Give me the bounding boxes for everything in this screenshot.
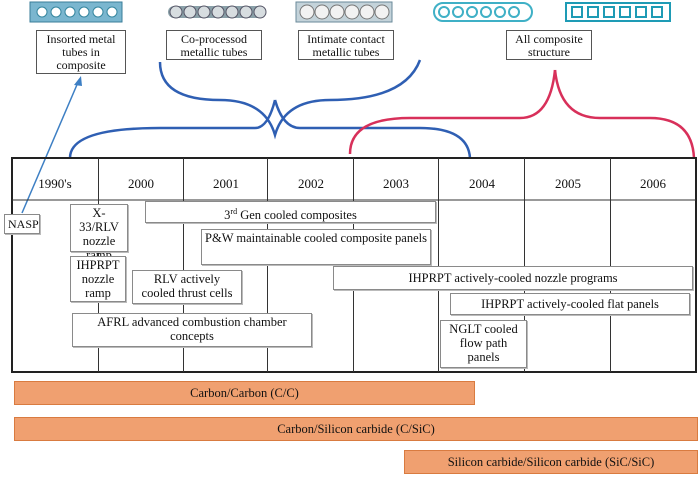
year-2004: 2004 [469,176,495,191]
program-x33-rlv: X-33/RLV nozzle ramp [70,204,128,262]
program-pw-panels: P&W maintainable cooled composite panels [201,229,431,265]
year-2002: 2002 [298,176,324,191]
year-2003: 2003 [383,176,409,191]
metal-tubes-brace-lower [68,99,277,159]
coprocessed-tubes-icon [168,5,267,19]
square-channel-composite-icon [565,2,671,22]
year-divider [438,158,439,372]
nasp-arrow [21,79,80,214]
year-divider [610,158,611,372]
program-gen3-cooled: 3rd Gen cooled composites [145,201,436,223]
year-divider [267,158,268,372]
material-bar-cc: Carbon/Carbon (C/C) [14,381,475,405]
inserted-tubes-icon [29,1,123,23]
composite-brace [348,69,557,155]
program-afrl-chamber: AFRL advanced combustion chamber concept… [72,313,312,347]
timeline-frame [11,157,697,373]
year-2000: 2000 [128,176,154,191]
program-nglt-panels: NGLT cooled flow path panels [440,320,527,368]
program-ihprpt-flat: IHPRPT actively-cooled flat panels [450,293,690,315]
metal-tubes-brace [158,59,422,140]
year-1990s: 1990's [38,176,72,191]
round-channel-composite-icon [433,2,533,22]
program-rlv-thrust-cells: RLV actively cooled thrust cells [132,270,242,304]
program-ihprpt-nozzle: IHPRPT actively-cooled nozzle programs [333,266,693,290]
year-divider [524,158,525,372]
year-2006: 2006 [640,176,666,191]
year-divider [353,158,354,372]
material-bar-csic: Carbon/Silicon carbide (C/SiC) [14,417,698,441]
inserted-tubes-label: Insorted metal tubes in composite [36,30,126,74]
all-composite-label: All composite structure [506,30,592,60]
year-2001: 2001 [213,176,239,191]
material-bar-sicsic: Silicon carbide/Silicon carbide (SiC/SiC… [404,450,698,474]
intimate-tubes-label: Intimate contact metallic tubes [298,30,394,60]
program-nasp: NASP [4,214,40,234]
year-divider [183,158,184,372]
intimate-tubes-icon [295,1,393,23]
year-2005: 2005 [555,176,581,191]
coprocessed-tubes-label: Co-processod metallic tubes [166,30,262,60]
program-ihprpt-ramp: IHPRPT nozzle ramp [70,256,126,302]
